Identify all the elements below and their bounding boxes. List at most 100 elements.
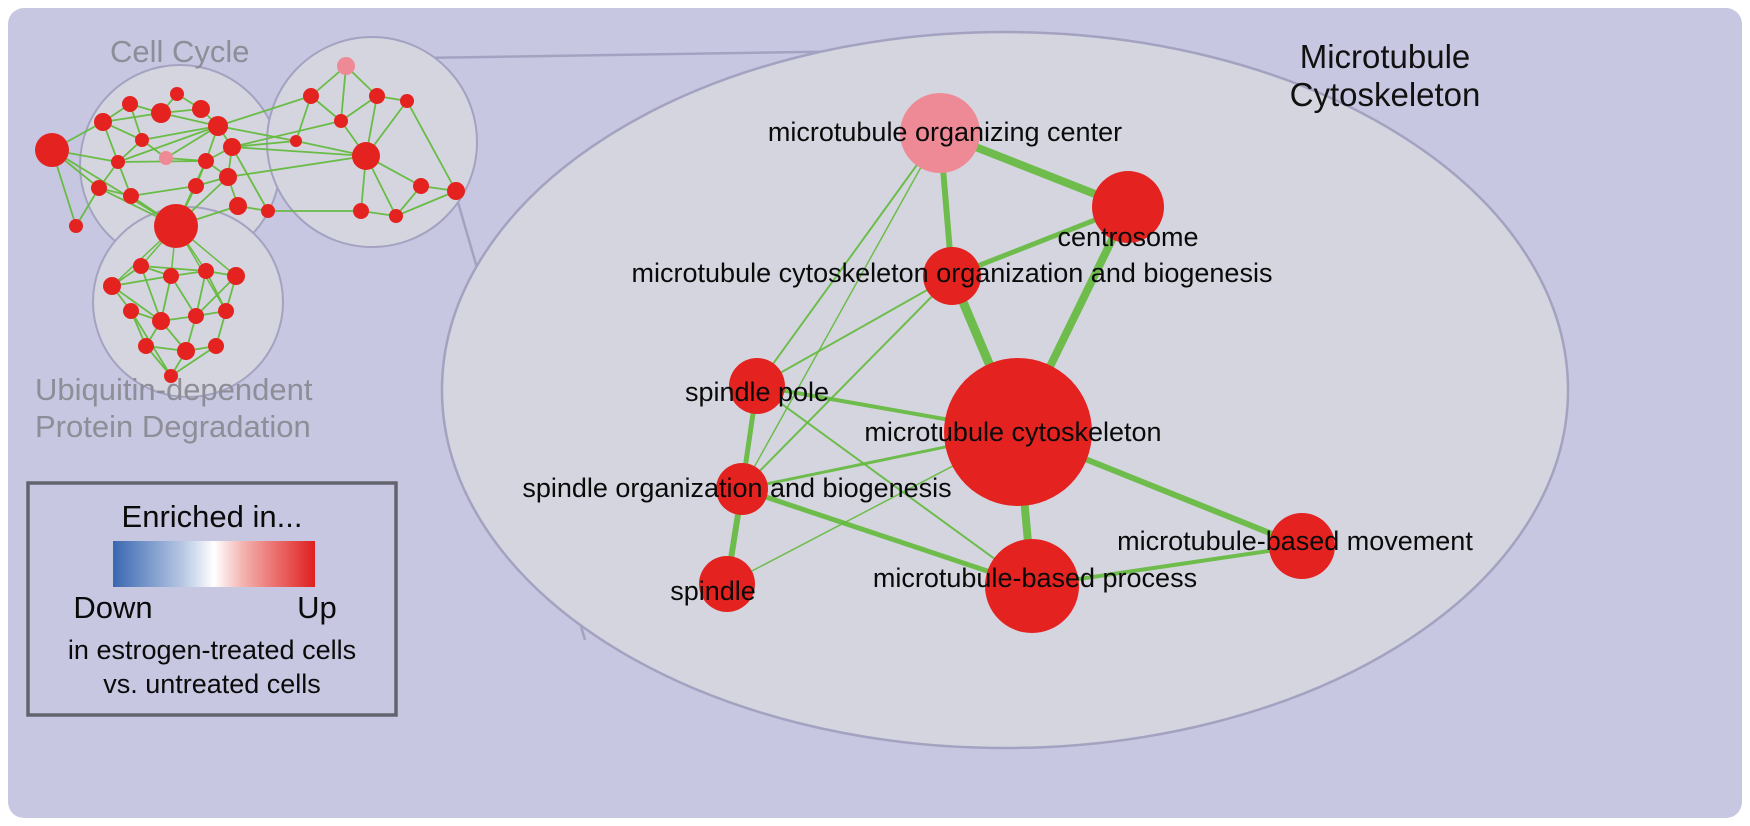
overview-edge [140,265,162,322]
overview-node-a17 [229,197,247,215]
zoom-node-labels: microtubule organizing center centrosome m… [522,117,1473,606]
overview-node-a5 [111,155,125,169]
overview-node-a11 [192,100,210,118]
overview-edge [165,125,219,159]
zoom-edge-moc--spindle-org [741,132,941,490]
overview-edge [217,95,312,127]
overview-node-a2 [94,113,112,131]
legend-caption-line1: in estrogen-treated cells [68,635,356,665]
overview-node-b9 [353,203,369,219]
zoom-node-label-mco: microtubule cytoskeleton organization an… [632,258,1273,288]
overview-node-c10 [138,338,154,354]
legend-up-label: Up [297,590,337,625]
overview-node-b8 [447,182,465,200]
zoom-node-spindle-pole [729,358,785,414]
overview-node-b3 [369,88,385,104]
overview-node-b11 [290,135,302,147]
overview-node-a16 [188,178,204,194]
overview-node-c1 [103,277,121,295]
zoom-nodes [699,93,1335,633]
zoom-node-centrosome [1092,171,1164,243]
overview-node-a8 [151,103,171,123]
overview-node-a19 [154,204,198,248]
overview-edge [195,275,237,317]
legend-down-label: Down [73,590,152,625]
overview-node-c12 [208,338,224,354]
overview-edge [231,140,297,148]
zoom-title-line2: Cytoskeleton [1290,76,1481,113]
zoom-edge-mco--spindle-pole [756,275,953,387]
legend-title: Enriched in... [122,499,303,534]
zoom-node-mco [923,247,981,305]
overview-edge [231,120,342,148]
overview-edge [170,345,217,377]
zoom-edge-spindle-pole--mbp [756,385,1033,587]
overview-edge [141,125,219,141]
overview-edge [406,100,457,192]
zoom-node-label-spindle: spindle [670,576,756,606]
overview-edge [227,155,367,178]
overview-node-b1 [337,57,355,75]
zoom-title-line1: Microtubule [1300,38,1471,75]
zoom-node-spindle [699,556,755,612]
zoom-edge-mco--spindle-org [741,275,953,490]
zoom-node-mt-cytoskeleton [944,358,1092,506]
overview-node-a9 [170,87,184,101]
cluster-label-ubiquitin-line1: Ubiquitin-dependent [35,372,313,407]
cluster-label-cell-cycle: Cell Cycle [110,34,250,69]
overview-node-c9 [218,303,234,319]
overview-edge [51,149,177,227]
overview-node-a6 [91,180,107,196]
overview-edge [217,125,297,142]
overview-node-c2 [133,258,149,274]
overview-node-a13 [223,138,241,156]
overview-edge [111,275,172,287]
overview-edge [117,125,219,163]
legend-gradient-bar [113,541,315,587]
overview-node-b4 [400,94,414,108]
legend-box [26,481,398,717]
zoom-node-label-mbm: microtubule-based movement [1117,526,1473,556]
overview-node-c11 [177,342,195,360]
overview-node-c7 [152,312,170,330]
overview-edge [111,285,162,322]
overview-node-b5 [334,114,348,128]
overview-node-b7 [413,178,429,194]
zoom-edge-moc--spindle-pole [756,132,941,387]
overview-edge [395,190,457,217]
zoom-node-mbm [1269,513,1335,579]
overview-edge [130,185,197,197]
overview-node-b10 [389,209,403,223]
zoom-node-label-spindle-pole: spindle pole [685,377,829,407]
overview-node-a3 [122,96,138,112]
overview-node-c4 [198,263,214,279]
legend: Enriched in... Down Up in estrogen-treat… [26,481,398,717]
overview-nodes [35,57,465,383]
zoom-node-label-moc: microtubule organizing center [768,117,1122,147]
cluster-label-ubiquitin-line2: Protein Degradation [35,409,311,444]
zoom-node-mbp [985,539,1079,633]
overview-edge [340,65,347,122]
overview-node-c6 [123,303,139,319]
overview-node-c3 [163,268,179,284]
overview-node-a15 [219,168,237,186]
zoom-node-moc [900,93,980,173]
overview-node-a10 [159,151,173,165]
zoom-node-label-mbp: microtubule-based process [873,563,1197,593]
overview-node-c13 [164,369,178,383]
zoom-node-spindle-org [716,463,768,515]
overview-edge [231,146,367,157]
overview-edge [231,146,269,212]
overview-node-a20 [69,219,83,233]
overview-node-a7 [123,188,139,204]
zoom-node-label-centrosome: centrosome [1057,222,1198,252]
legend-caption-line2: vs. untreated cells [103,669,321,699]
overview-node-a12 [208,116,228,136]
overview-node-a14 [198,153,214,169]
overview-node-c5 [227,267,245,285]
overview-node-b2 [303,88,319,104]
overview-node-a4 [135,133,149,147]
zoom-node-label-spindle-org: spindle organization and biogenesis [522,473,951,503]
